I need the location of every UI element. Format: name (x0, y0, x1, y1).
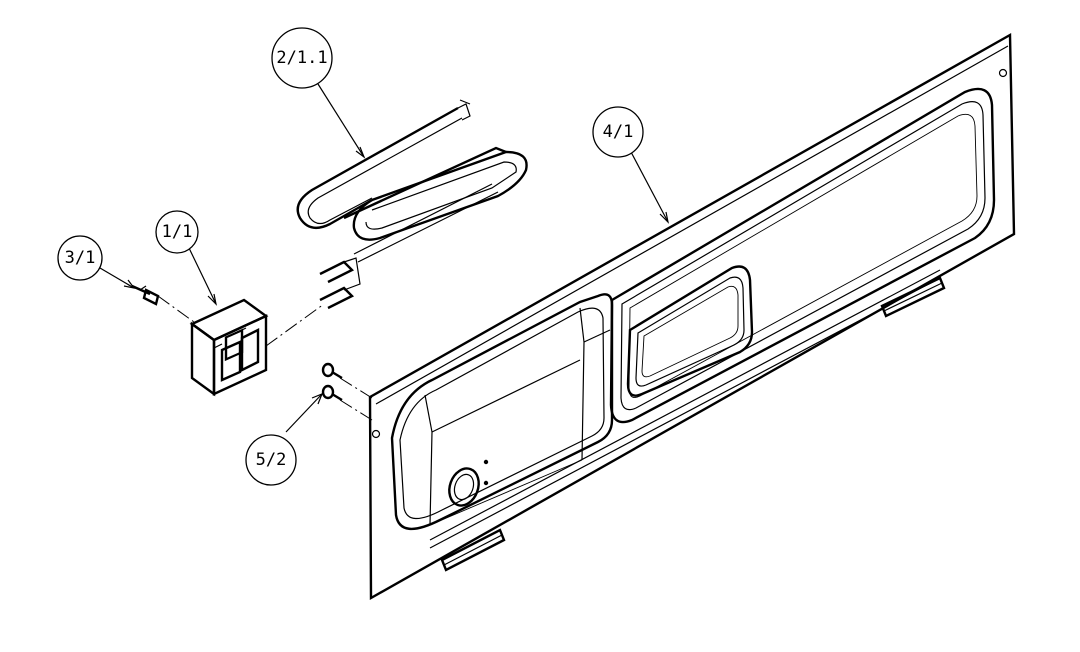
screw (131, 284, 160, 306)
fasteners (321, 362, 343, 402)
callout-heater: 2/1.1 (271, 27, 333, 89)
callout-heater-label: 2/1.1 (276, 48, 327, 68)
leader-lines (99, 83, 669, 433)
callout-fasteners: 5/2 (245, 434, 297, 486)
callout-screw: 3/1 (57, 235, 103, 281)
callout-switch-box-label: 1/1 (162, 222, 193, 242)
door-panel (368, 32, 1016, 601)
callout-screw-label: 3/1 (65, 248, 96, 268)
assembly-centerlines (157, 295, 373, 421)
switch-box (189, 298, 269, 397)
callout-panel: 4/1 (592, 106, 644, 158)
callout-switch-box: 1/1 (155, 210, 199, 254)
callout-fasteners-label: 5/2 (256, 450, 287, 470)
callout-panel-label: 4/1 (603, 122, 634, 142)
heater-element (296, 99, 528, 310)
